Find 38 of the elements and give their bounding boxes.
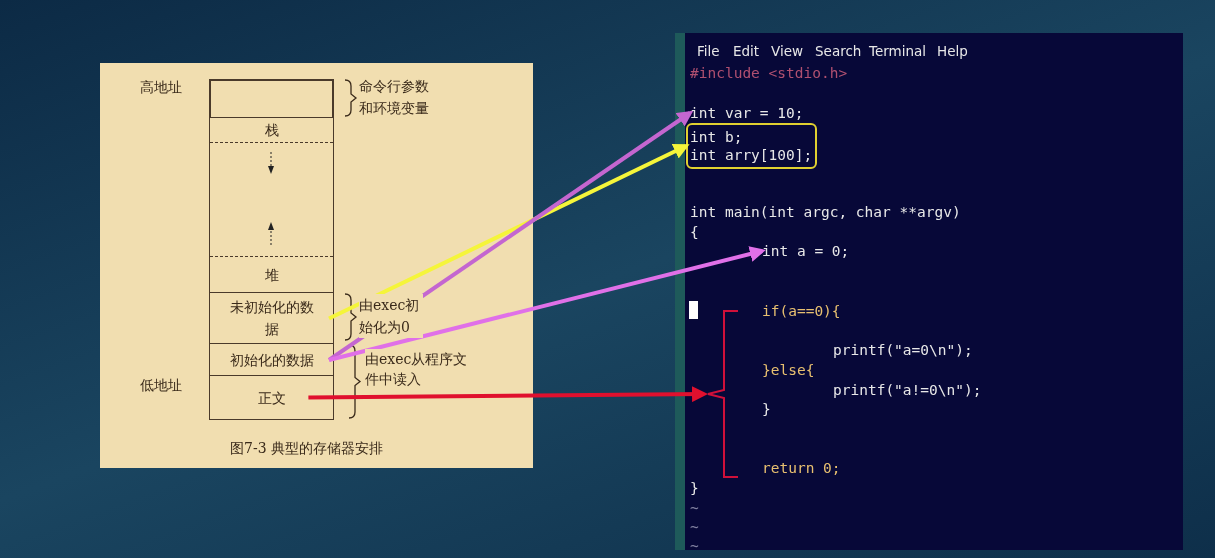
code-line: return 0;: [762, 459, 841, 477]
memory-segment: [210, 80, 333, 118]
code-line: printf("a!=0\n");: [833, 381, 982, 399]
menu-item: Edit: [733, 43, 760, 59]
arrow: [328, 144, 690, 321]
code-line: printf("a=0\n");: [833, 341, 973, 359]
annotation-text: 由exec初始化为0: [359, 294, 423, 338]
code-line: }: [690, 479, 699, 497]
segment-label: 堆: [264, 265, 279, 285]
code-line: int arry[100];: [690, 146, 813, 164]
menu-item: View: [771, 43, 804, 59]
code-line: {: [690, 223, 699, 241]
menu-item: File: [697, 43, 720, 59]
address-label: 高地址: [140, 78, 182, 97]
code-line: if(a==0){: [762, 302, 841, 320]
memory-segment: [210, 256, 333, 293]
tilde-mark: ~: [690, 499, 699, 517]
segment-label: 未初始化的数据: [228, 298, 315, 339]
segment-label: 初始化的数据: [229, 350, 314, 370]
code-line: }else{: [762, 361, 815, 379]
code-line: int a = 0;: [762, 242, 850, 260]
arrow: [328, 246, 766, 362]
tilde-mark: ~: [690, 518, 699, 536]
menu-item: Help: [937, 43, 968, 59]
figure-caption: 图7-3 典型的存储器安排: [230, 439, 383, 458]
arrow: [308, 386, 708, 403]
code-line: }: [762, 400, 771, 418]
segment-label: 正文: [257, 388, 286, 408]
highlight-box: [686, 123, 817, 169]
segment-label: 栈: [264, 121, 279, 140]
code-line: int var = 10;: [690, 104, 804, 122]
code-line: int main(int argc, char **argv): [690, 203, 961, 221]
menu-item: Search: [815, 43, 862, 59]
menu-item: Terminal: [869, 43, 927, 59]
address-label: 低地址: [140, 376, 182, 395]
tilde-mark: ~: [690, 537, 699, 555]
code-line: #include <stdio.h>: [690, 64, 848, 82]
code-line: int b;: [690, 128, 743, 146]
